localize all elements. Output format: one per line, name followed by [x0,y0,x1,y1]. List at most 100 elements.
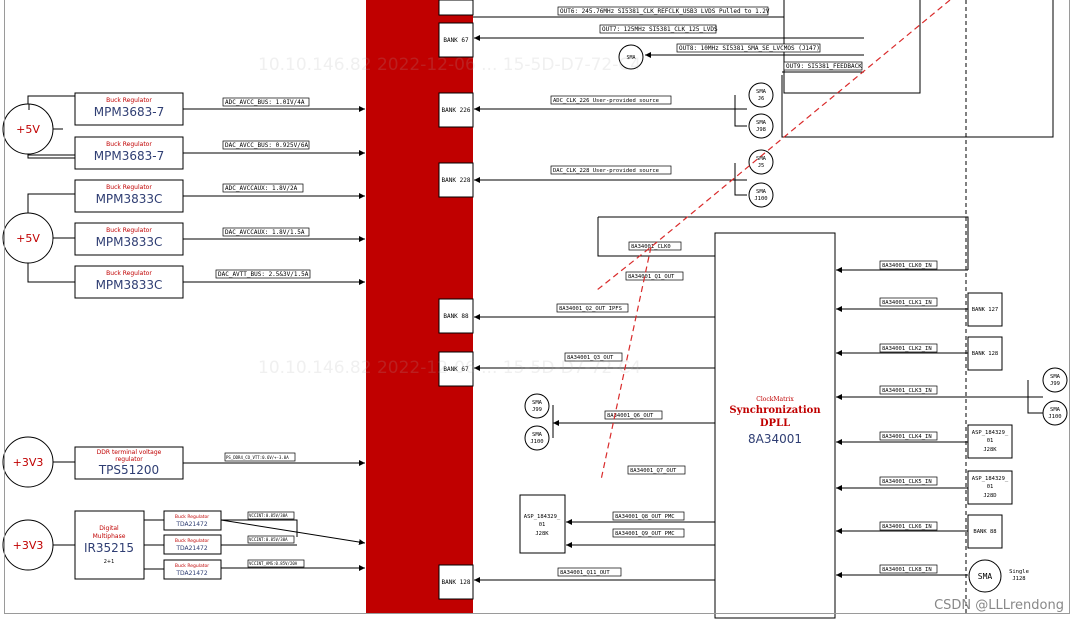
dpll-part: 8A34001 [748,432,802,446]
sma-mid-j100-circle [524,425,550,451]
dpll-in-box-5 [879,431,938,441]
top-signal-1: OUT6: 245.76MHz SI5381_CLK_REFCLK_USB3 L… [560,8,770,15]
supply-3v3-label-1: +3V3 [13,456,44,469]
footer-credit: CSDN @LLLrendong [934,598,1064,613]
right-box-3 [967,424,1013,459]
regulator-box-5 [74,265,184,299]
rail-label-box-5 [215,269,311,279]
regulator-part-5: MPM3833C [96,278,163,292]
tda-part-1: TDA21472 [175,521,208,528]
tda-title-3: Buck Regulator [175,563,209,569]
dpll-in-box-6 [879,476,938,486]
top-signal-box-3 [676,43,821,53]
asp-mid-l3: J28K [535,531,549,537]
right-box-5 [967,514,1003,549]
rail-label-3: ADC_AVCCAUX: 1.8V/2A [225,185,298,192]
dpll-in-3: 8A34001_CLK2_IN [882,346,932,352]
right-box-3-l2: 01 [987,438,994,444]
bank-label-2: BANK 226 [442,107,471,114]
regulator-title-5: Buck Regulator [106,270,152,277]
rail-label-box-tda-2 [247,535,295,544]
bank-label-5: BANK 67 [443,366,469,373]
single-sma-note-1: Single [1009,569,1029,575]
regulator-part-3: MPM3833C [96,192,163,206]
sma-j5-l2: J5 [758,163,765,169]
sma-j5-circle [748,149,774,175]
sma-j6-circle [748,82,774,108]
sma-right-j99-circle [1042,367,1068,393]
sma-j100-l1: SMA [756,189,767,195]
dac-clk-box [550,165,672,175]
adc-clk-label: ADC_CLK_226 User-provided source [553,98,659,104]
sma-j5-l1: SMA [756,156,767,162]
dpll-in-box-2 [879,297,938,307]
dpll-out-box-3 [556,303,629,313]
dac-clk-label: DAC_CLK_228 User-provided source [553,168,659,174]
dpll-in-2: 8A34001_CLK1_IN [882,300,932,306]
watermark-2: 10.10.146.82 2022-12-06 ... 15-5D-D7-72-… [258,358,642,378]
regulator-title-3: Buck Regulator [106,184,152,191]
asp-mid-l2: 01 [539,522,546,528]
right-box-4 [967,470,1013,505]
bank-box-5 [438,351,474,387]
dpll-in-box-3 [879,343,938,353]
rail-label-tda-2: VCCINT:0.85V/30A [249,537,288,542]
bank-label-4: BANK 88 [443,313,469,320]
regulator-part-1: MPM3683-7 [94,105,164,119]
adc-clk-box [550,95,672,105]
dpll-out-3: 8A34001_Q2_OUT IPFS [559,306,622,312]
ddr-regulator-title-2: regulator [115,456,143,463]
sma-j6-l2: J6 [758,96,765,102]
regulator-part-2: MPM3683-7 [94,149,164,163]
rail-label-4: DAC_AVCCAUX: 1.8V/1.5A [225,229,305,236]
rail-label-ddr: PS_DDR4_CO_VTT:0.6V/+-3.0A [226,455,289,460]
ddr-regulator-title-1: DDR terminal voltage [97,449,162,456]
dpll-in-4: 8A34001_CLK3_IN [882,388,932,394]
dpll-in-box-8 [879,564,938,574]
sma-j6-l1: SMA [756,89,767,95]
dpll-out-box-1 [628,241,682,251]
sma-mid-j99-circle [524,393,550,419]
right-box-5-l1: BANK 88 [973,529,996,535]
supply-5v-label-2: +5V [16,232,40,245]
dpll-in-box-1 [879,260,938,270]
sma-j100-l2: J100 [754,196,767,202]
right-box-2 [967,336,1003,371]
digital-multiphase-sub: 2+1 [104,559,115,565]
rail-label-box-1 [222,97,310,107]
dpll-out-box-7 [612,511,685,521]
tda-part-3: TDA21472 [175,570,208,577]
regulator-box-1 [74,92,184,126]
sma-j98-l1: SMA [756,120,767,126]
bank-box-3 [438,162,474,198]
right-box-3-l1: ASP_184329_ [972,430,1009,436]
dpll-title-2: DPLL [760,418,790,429]
sma-mid-j99-l1: SMA [532,400,543,406]
dpll-out-box-4 [564,352,623,362]
sma-j100-circle [748,182,774,208]
dpll-in-1: 8A34001_CLK0_IN [882,263,932,269]
regulator-title-1: Buck Regulator [106,97,152,104]
top-signal-box-4 [783,61,863,71]
tda-part-2: TDA21472 [175,545,208,552]
sma-right-j100-l2: J100 [1048,414,1061,420]
dpll-in-8: 8A34001_CLK8_IN [882,567,932,573]
top-signal-4: OUT9: SI5381_FEEDBACK [786,63,862,70]
regulator-box-3 [74,179,184,213]
rail-label-box-ddr [224,452,296,462]
bank-box-2 [438,92,474,128]
bank-box-top [438,0,474,16]
single-sma-circle [968,559,1002,593]
right-box-3-l3: J28K [983,447,997,453]
single-sma-label: SMA [978,572,993,581]
dpll-out-5: 8A34001_Q6_OUT [607,413,654,419]
right-box-1-l1: BANK 127 [972,307,999,313]
dpll-in-5: 8A34001_CLK4_IN [882,434,932,440]
rail-label-box-2 [222,140,310,150]
single-sma-note-2: J128 [1012,576,1025,582]
bank-box-6 [438,564,474,600]
dpll-out-box-5 [604,410,663,420]
dpll-in-7: 8A34001_CLK6_IN [882,524,932,530]
right-box-4-l2: 01 [987,484,994,490]
